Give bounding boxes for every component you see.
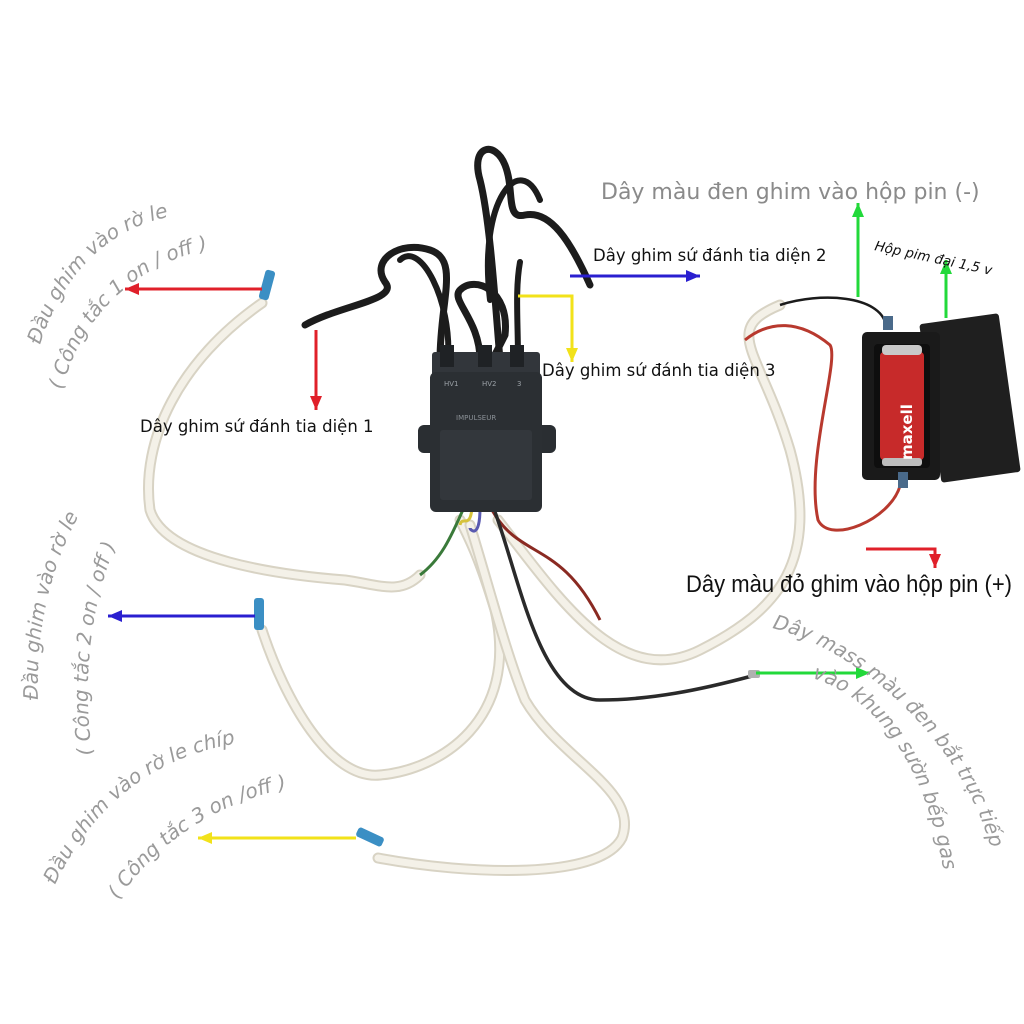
label-red-to-battery: Dây màu đỏ ghim vào hộp pin (+) (686, 571, 1012, 598)
hv1-lead (301, 243, 451, 364)
arrow-battery-box (940, 260, 952, 318)
module-port3-label: 3 (517, 380, 521, 388)
mass-wire (493, 511, 753, 702)
arrow-switch3 (198, 832, 356, 844)
switch3-terminal (356, 827, 384, 847)
arrow-hv1 (310, 330, 322, 410)
module-port2-label: HV2 (482, 380, 497, 388)
label-black-to-battery: Dây màu đen ghim vào hộp pin (-) (601, 180, 980, 205)
module-brand-label: IMPULSEUR (456, 414, 496, 422)
arrow-hv2 (570, 270, 700, 282)
arrow-hv3 (518, 294, 578, 362)
arrow-switch1 (125, 283, 262, 295)
label-battery-box: Hộp pim đại 1,5 v (873, 238, 994, 279)
ignition-module: HV1 HV2 3 IMPULSEUR (418, 345, 556, 512)
label-switch2-line2: ( Công tắc 2 on / off ) (69, 538, 121, 758)
label-hv2: Dây ghim sứ đánh tia diện 2 (593, 246, 827, 265)
module-pigtails (419, 504, 753, 702)
label-hv1: Dây ghim sứ đánh tia diện 1 (140, 417, 374, 436)
module-port1-label: HV1 (444, 380, 459, 388)
switch1-terminal (258, 269, 276, 301)
battery-positive-wire (744, 324, 902, 532)
switch2-terminal (254, 598, 264, 630)
arrow-battery-negative (852, 203, 864, 297)
label-hv3: Dây ghim sứ đánh tia diện 3 (542, 361, 776, 380)
white-wires (143, 297, 806, 876)
battery-box: maxell (862, 313, 1021, 488)
arrow-switch2 (108, 610, 255, 622)
arrow-battery-positive (866, 547, 941, 568)
hv-leads (301, 145, 594, 364)
arrow-mass (756, 667, 870, 679)
annotation-arrows (108, 203, 952, 844)
battery-brand: maxell (898, 404, 916, 460)
